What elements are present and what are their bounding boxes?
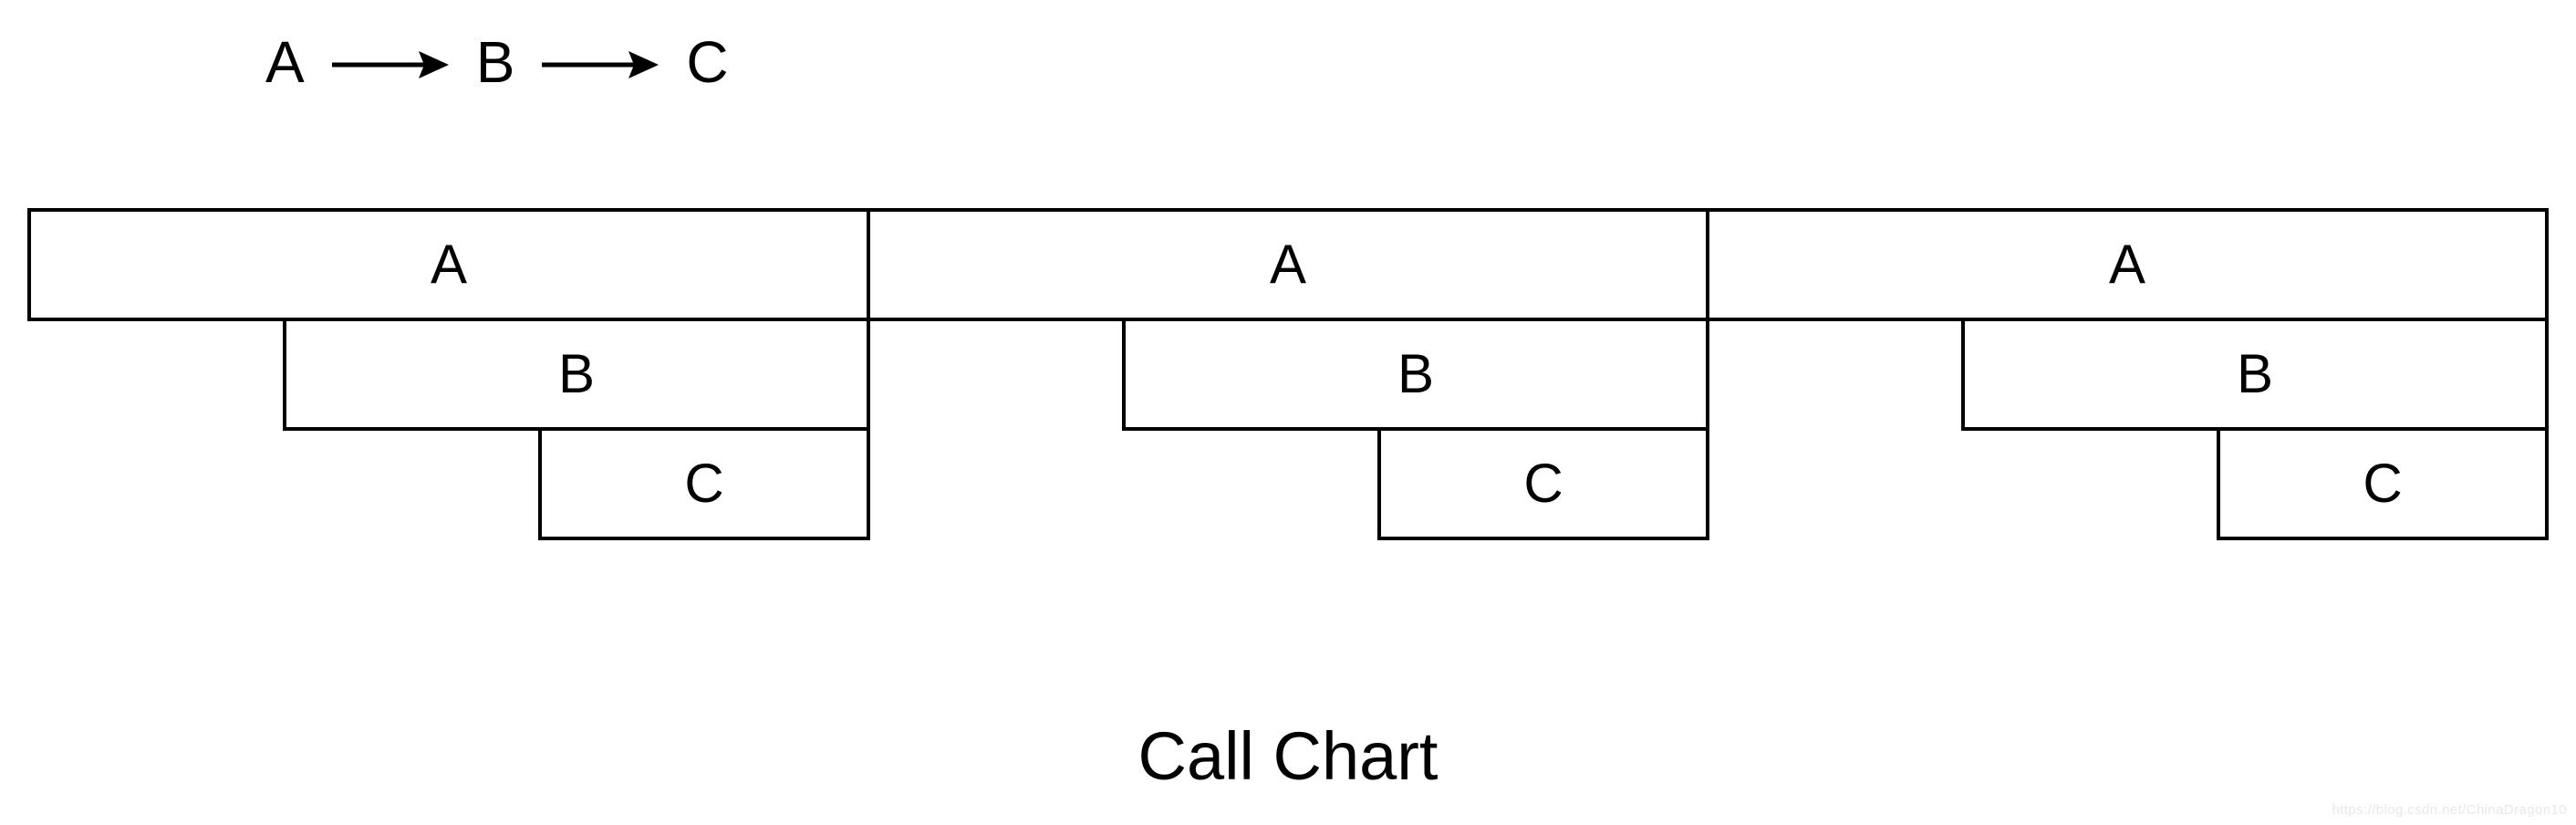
call-box-3-a: A: [1706, 208, 2549, 321]
call-box-3-c: C: [2217, 427, 2549, 540]
arrow-right-icon: [542, 50, 660, 78]
call-box-label: B: [1397, 343, 1435, 404]
call-box-2-c: C: [1377, 427, 1709, 540]
call-box-label: A: [430, 234, 468, 295]
call-box-label: C: [1523, 453, 1563, 514]
chart-title: Call Chart: [1137, 718, 1439, 794]
header-node-b: B: [475, 29, 515, 95]
call-box-1-c: C: [538, 427, 870, 540]
call-box-1-a: A: [27, 208, 870, 321]
header-node-c: C: [686, 29, 729, 95]
call-box-2-b: B: [1122, 318, 1709, 431]
call-box-label: B: [557, 343, 596, 404]
call-box-2-a: A: [867, 208, 1709, 321]
arrow-right-icon: [331, 50, 449, 78]
header-node-a: A: [265, 29, 305, 95]
call-box-label: C: [684, 453, 724, 514]
call-box-label: C: [2363, 453, 2403, 514]
watermark-url: https://blog.csdn.net/ChinaDragon10: [2332, 802, 2567, 818]
call-box-label: A: [1269, 234, 1307, 295]
call-box-label: B: [2236, 343, 2274, 404]
call-box-1-b: B: [283, 318, 870, 431]
call-box-label: A: [2108, 234, 2146, 295]
call-box-3-b: B: [1961, 318, 2549, 431]
